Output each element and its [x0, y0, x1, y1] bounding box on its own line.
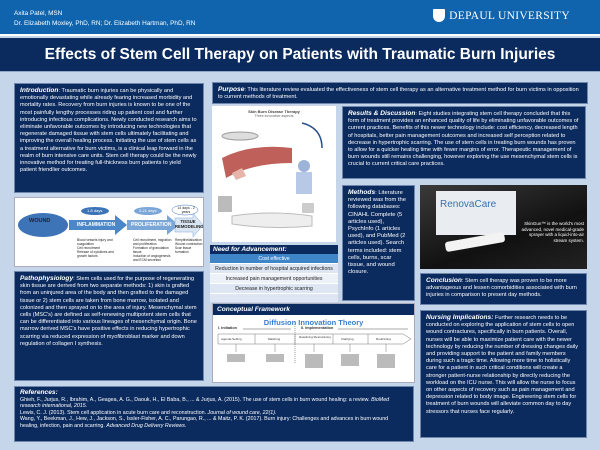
section-heading: Introduction — [20, 87, 59, 94]
photo-caption: SkinGun™ is the world's most advanced, n… — [521, 221, 584, 243]
renovacare-photo: RenovaCare SkinGun™ is the world's most … — [420, 185, 587, 269]
framework-step: Clarifying — [341, 337, 354, 341]
table-row: Cost effective — [210, 254, 338, 264]
framework-step: Routinizing — [376, 337, 391, 341]
coauthors: Dr. Elizabeth Moxley, PhD, RN; Dr. Eliza… — [14, 20, 196, 27]
section-heading: Conclusion — [426, 277, 462, 284]
section-text: : Literature reviewed was from the follo… — [348, 190, 406, 276]
product-box — [436, 191, 516, 235]
wound-healing-stages-graphic — [18, 204, 204, 238]
authors: Axita Patel, MSN Dr. Elizabeth Moxley, P… — [14, 9, 195, 29]
title-bar: Effects of Stem Cell Therapy on Patients… — [0, 38, 600, 72]
proliferation-notes: Cell recruitment, migration and prolifer… — [133, 238, 172, 262]
table-heading: Need for Advancement: — [210, 245, 338, 254]
university-logo: DEPAUL UNIVERSITY — [433, 9, 570, 22]
stage-label: INFLAMMATION — [77, 222, 116, 228]
results-discussion-section: Results & Discussion: Eight studies inte… — [342, 106, 586, 179]
figure-subtitle: Three innovative aspects — [254, 114, 294, 118]
phase-label: I. Initiation — [218, 326, 237, 330]
framework-diagram — [217, 322, 412, 368]
section-heading: Nursing Implications: — [426, 314, 494, 321]
references-section: References: Ghieh, F., Jurjus, R., Ibrah… — [14, 386, 414, 442]
logo-text: DEPAUL UNIVERSITY — [449, 9, 570, 22]
stage-label: WOUND — [29, 218, 51, 224]
section-text: : Traumatic burn injuries can be physica… — [20, 88, 197, 174]
reference-item: Wang, Y., Beekman, J., Hew, J., Jackson,… — [20, 416, 389, 429]
duration-label: 1-5 days — [87, 208, 103, 213]
phase-label: II. Implementation — [301, 326, 334, 330]
section-text: : Stem cells used for the purpose of reg… — [20, 276, 197, 347]
therapy-figure: Skin Burn Disease Therapy Three innovati… — [212, 106, 336, 242]
reference-item: Lewis, C. J. (2013). Stem cell applicati… — [20, 409, 277, 416]
section-text: : Eight studies integrating stem cell th… — [348, 111, 579, 168]
table-row: Reduction in number of hospital acquired… — [210, 264, 338, 274]
shield-icon — [433, 9, 446, 22]
section-text: : Stem cell therapy was proven to be mor… — [426, 278, 577, 299]
reference-item: Ghieh, F., Jurjus, R., Ibrahim, A., Geag… — [20, 396, 390, 410]
figure-title: Skin Burn Disease Therapy — [248, 109, 300, 114]
section-heading: Purpose — [218, 86, 245, 93]
brand-text: RenovaCare — [440, 199, 497, 210]
pathophysiology-section: Pathophysiology: Stem cells used for the… — [14, 271, 204, 381]
methods-section: Methods: Literature reviewed was from th… — [342, 185, 415, 301]
framework-step: Agenda Setting — [221, 337, 242, 341]
poster-title: Effects of Stem Cell Therapy on Patients… — [44, 46, 556, 63]
section-heading: Results & Discussion — [348, 110, 416, 117]
header-bar: Axita Patel, MSN Dr. Elizabeth Moxley, P… — [0, 0, 600, 36]
introduction-section: Introduction: Traumatic burn injuries ca… — [14, 83, 204, 193]
purpose-section: Purpose: This literature review evaluate… — [212, 82, 588, 104]
section-heading: Pathophysiology — [20, 275, 74, 282]
framework-step: Matching — [268, 337, 281, 341]
therapy-illustration — [218, 122, 323, 229]
section-text: Further research needs to be conducted o… — [426, 315, 579, 415]
table-row: Decrease in hypertrophic scarring — [210, 284, 338, 294]
stage-label: PROLIFERATION — [131, 222, 172, 228]
author: Axita Patel, MSN — [14, 10, 63, 17]
stage-label: TISSUE REMODELING — [175, 219, 204, 229]
section-heading: Conceptual Framework — [213, 304, 414, 315]
section-text: : This literature review evaluated the e… — [218, 87, 579, 101]
section-heading: Methods — [348, 189, 376, 196]
duration-label: 3-21 days — [139, 208, 157, 213]
conclusion-section: Conclusion: Stem cell therapy was proven… — [420, 273, 587, 305]
need-for-advancement-table: Need for Advancement: Cost effective Red… — [210, 245, 338, 302]
duration-label: 14 days - 2 years — [177, 206, 195, 214]
nursing-implications-section: Nursing Implications: Further research n… — [420, 310, 587, 438]
wound-healing-diagram: WOUND INFLAMMATION PROLIFERATION TISSUE … — [14, 197, 204, 267]
table-row: Increased pain management opportunities — [210, 274, 338, 284]
framework-title: Diffusion Innovation Theory — [263, 318, 364, 327]
section-heading: References — [20, 389, 56, 396]
framework-step: Redefining/ Restructuring — [299, 335, 331, 339]
conceptual-framework-section: Conceptual Framework Diffusion Innovatio… — [212, 303, 415, 383]
